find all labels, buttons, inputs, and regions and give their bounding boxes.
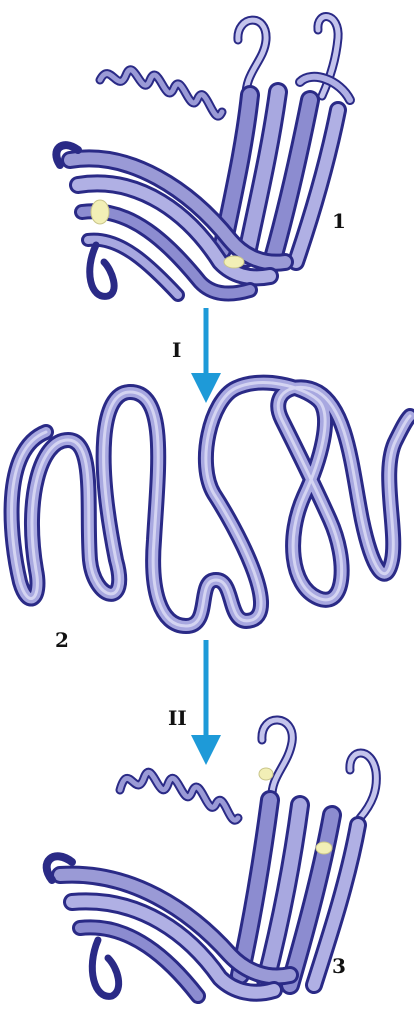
- unfolded-polypeptide-chain: [12, 383, 410, 626]
- folded-protein-refolded: [47, 720, 377, 996]
- structure-label-3: 3: [332, 956, 346, 976]
- step-label-II: II: [168, 708, 187, 728]
- structure-label-1: 1: [332, 211, 346, 231]
- folded-protein-native: [56, 17, 350, 297]
- step-label-I: I: [172, 340, 181, 360]
- structure-label-2: 2: [55, 630, 69, 650]
